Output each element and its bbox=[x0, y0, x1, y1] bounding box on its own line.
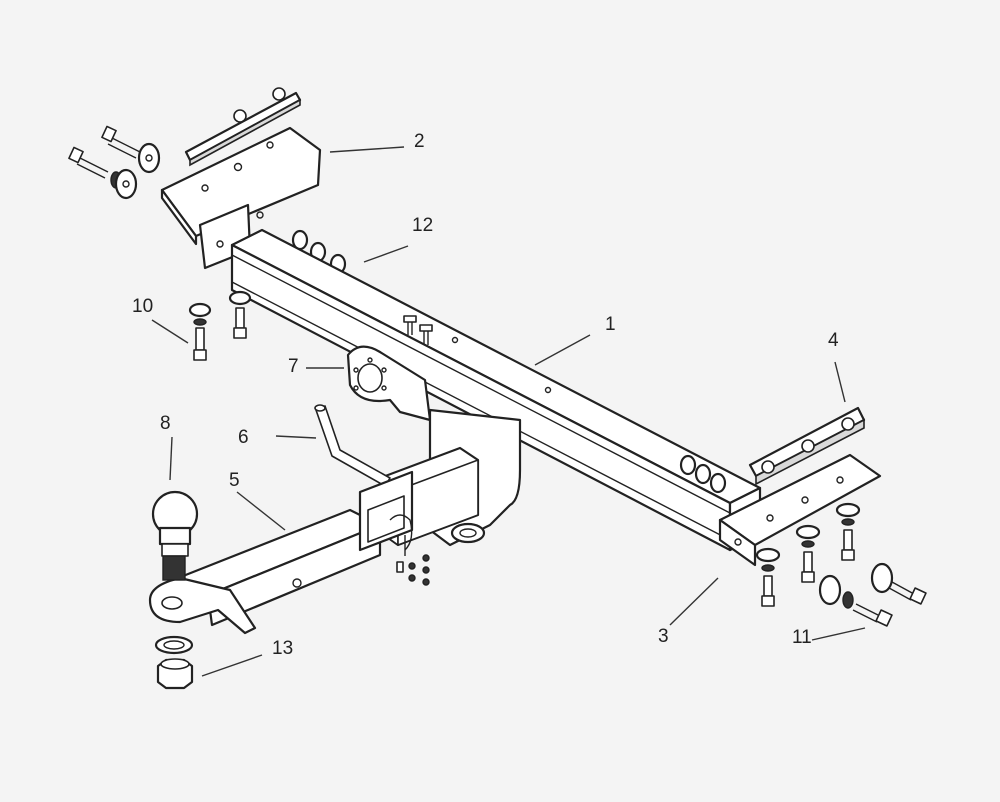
callout-12: 12 bbox=[412, 215, 433, 236]
right-vertical-bolts bbox=[755, 502, 861, 607]
callout-5: 5 bbox=[229, 470, 240, 491]
tow-ball-nut bbox=[154, 635, 194, 690]
callout-10: 10 bbox=[132, 296, 153, 317]
main-crossbar bbox=[230, 228, 762, 552]
leader-11 bbox=[811, 627, 866, 641]
leader-8 bbox=[169, 436, 173, 481]
callout-labels: 1 2 3 4 5 6 7 8 10 11 12 13 bbox=[132, 131, 839, 659]
socket-plate bbox=[346, 345, 432, 422]
leader-3 bbox=[669, 577, 719, 626]
callout-4: 4 bbox=[828, 330, 839, 351]
leader-6 bbox=[275, 435, 317, 439]
left-bolts bbox=[68, 125, 161, 200]
left-vertical-bolts bbox=[188, 290, 252, 361]
drawbar bbox=[176, 470, 414, 627]
callout-1: 1 bbox=[605, 314, 616, 335]
leader-4 bbox=[834, 361, 846, 403]
callout-8: 8 bbox=[160, 413, 171, 434]
left-clamp-strip bbox=[184, 87, 302, 167]
leader-13 bbox=[201, 654, 263, 677]
leader-2 bbox=[329, 146, 405, 153]
small-hardware bbox=[396, 554, 430, 586]
right-clamp-strip bbox=[748, 406, 866, 486]
safety-loop bbox=[314, 404, 391, 487]
leader-12 bbox=[363, 245, 409, 263]
callout-2: 2 bbox=[414, 131, 425, 152]
tow-ball bbox=[151, 490, 199, 581]
callout-6: 6 bbox=[238, 427, 249, 448]
callout-7: 7 bbox=[288, 356, 299, 377]
bar-nuts-right bbox=[679, 454, 727, 494]
leader-lines bbox=[151, 146, 866, 677]
ball-mount-tongue bbox=[148, 576, 257, 635]
callout-3: 3 bbox=[658, 626, 669, 647]
leader-10 bbox=[151, 319, 189, 344]
callout-13: 13 bbox=[272, 638, 293, 659]
callout-11: 11 bbox=[792, 627, 812, 648]
bar-screws-top bbox=[403, 315, 433, 345]
leader-5 bbox=[236, 491, 286, 531]
right-mounting-bracket bbox=[718, 453, 882, 567]
right-horizontal-bolts bbox=[818, 562, 927, 627]
leader-1 bbox=[534, 334, 591, 366]
